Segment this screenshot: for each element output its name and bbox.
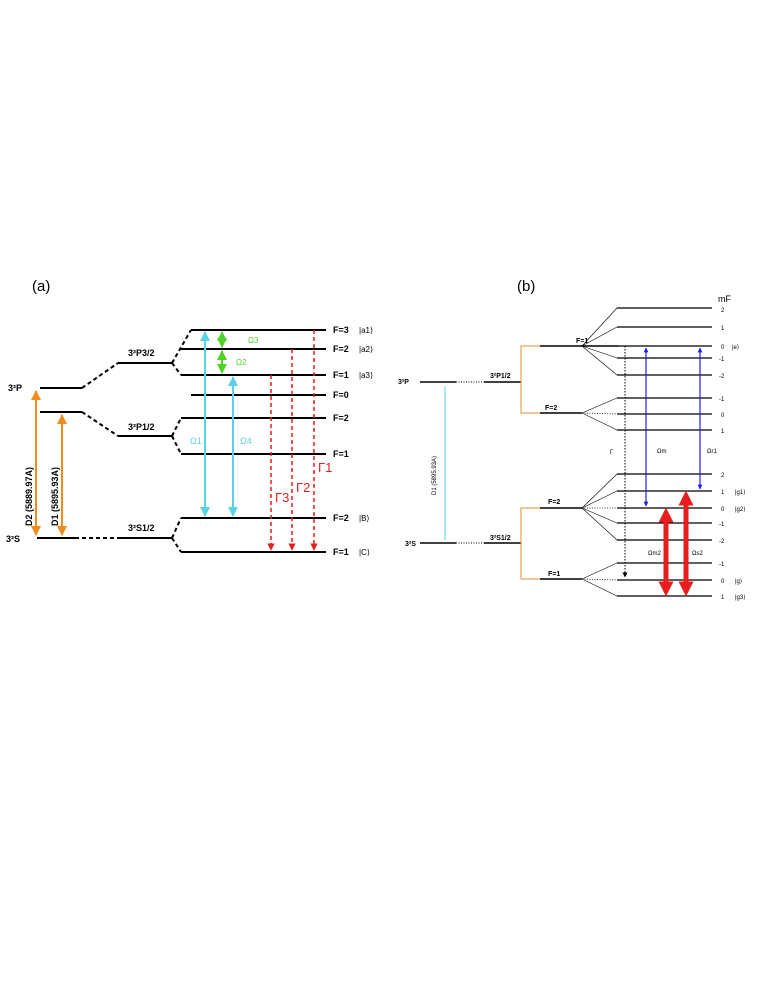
connector xyxy=(81,362,119,389)
connector xyxy=(171,517,182,539)
b-upper-f2-label: F=2 xyxy=(545,405,557,412)
label-f2: F=2 xyxy=(333,344,349,354)
omega4-label: Ω4 xyxy=(240,436,252,446)
mf-label: 0 xyxy=(721,413,725,419)
ket-c: |C⟩ xyxy=(359,548,370,557)
fan-lower-f2 xyxy=(581,473,618,541)
label-3s12: 3²S1/2 xyxy=(128,523,155,533)
omega-red-1-label: Ωm2 xyxy=(648,551,661,557)
ket-a2: |a2⟩ xyxy=(359,345,373,354)
bracket-upper xyxy=(520,345,540,414)
fan-upper-f1 xyxy=(581,307,618,376)
panel-b-label: (b) xyxy=(517,278,535,295)
omega-red-2-label: Ωs2 xyxy=(692,551,703,557)
label-b-3p: 3²P xyxy=(398,379,409,386)
label-b-3s12: 3²S1/2 xyxy=(490,535,511,542)
gamma3-label: Γ3 xyxy=(275,490,289,505)
omega2-label: Ω2 xyxy=(236,358,247,367)
mf-label: 0 xyxy=(721,507,725,513)
ket-g: |g⟩ xyxy=(735,578,742,585)
d1-label: D1 (5895.93A) xyxy=(50,467,60,526)
connector xyxy=(171,435,182,455)
bracket-lower xyxy=(520,507,540,580)
mf-label: 1 xyxy=(721,490,725,496)
b-lower-f1-label: F=1 xyxy=(548,571,560,578)
gamma-b-label: Γ xyxy=(610,450,614,456)
label-f0: F=0 xyxy=(333,390,349,400)
b-lower-f2-label: F=2 xyxy=(548,499,560,506)
connector xyxy=(81,411,119,437)
label-b-3s: 3²S xyxy=(405,541,416,548)
mf-label: -1 xyxy=(719,357,725,363)
mf-label: -2 xyxy=(719,539,725,545)
fan-dotted-centers xyxy=(581,345,618,581)
omega-m-label: Ωm xyxy=(657,449,666,455)
omega3-label: Ω3 xyxy=(248,336,259,345)
mf-label: -1 xyxy=(719,397,725,403)
label-3s: 3²S xyxy=(6,534,20,544)
ket-g1: |g1⟩ xyxy=(735,489,746,496)
omega1-label: Ω1 xyxy=(190,436,202,446)
ket-b: |B⟩ xyxy=(359,514,370,523)
label-3p32: 3²P3/2 xyxy=(128,348,155,358)
d1-b-label: D1 (5895.93A) xyxy=(432,456,438,495)
mf-label: -1 xyxy=(719,562,725,568)
b-upper-f1-label: F=1 xyxy=(576,338,588,345)
panel-b: (b) 3²P 3²S 3²P1/2 3²S1/2 D1 (5895.93A) … xyxy=(398,278,746,601)
mf-label: 1 xyxy=(721,326,725,332)
gamma1-label: Γ1 xyxy=(318,460,332,475)
fan-upper-f2 xyxy=(581,397,618,431)
panel-a-label: (a) xyxy=(32,278,50,295)
fan-lower-f1 xyxy=(581,562,618,597)
mf-label: 2 xyxy=(721,473,725,479)
label-f1: F=1 xyxy=(333,370,349,380)
connector xyxy=(171,362,182,376)
label-3p: 3²P xyxy=(8,383,22,393)
label-b-3p12: 3²P1/2 xyxy=(490,373,511,380)
label-f3: F=3 xyxy=(333,325,349,335)
gamma2-label: Γ2 xyxy=(296,480,310,495)
ket-a3: |a3⟩ xyxy=(359,371,373,380)
mf-label: -1 xyxy=(719,522,725,528)
ket-g3: |g3⟩ xyxy=(735,594,746,601)
connector xyxy=(171,417,182,437)
mf-label: -2 xyxy=(719,374,725,380)
connector xyxy=(171,537,182,553)
d2-label: D2 (5889.97A) xyxy=(24,467,34,526)
mf-label: 2 xyxy=(721,308,725,314)
ket-g2: |g2⟩ xyxy=(735,506,746,513)
ket-a1: |a1⟩ xyxy=(359,326,373,335)
label-3p12: 3²P1/2 xyxy=(128,422,155,432)
label-p12-f1: F=1 xyxy=(333,449,349,459)
ket-e: |e⟩ xyxy=(732,344,739,351)
mf-label: 1 xyxy=(721,595,725,601)
label-p12-f2: F=2 xyxy=(333,413,349,423)
connector xyxy=(171,329,192,364)
omega-r1-label: Ωr1 xyxy=(707,449,717,455)
mf-header: mF xyxy=(718,294,731,304)
mf-label: 0 xyxy=(721,345,725,351)
mf-label: 0 xyxy=(721,579,725,585)
panel-a: (a) 3²P 3²S 3²P3/2 3²P1/2 3²S1/2 xyxy=(6,278,373,557)
label-s12-f2: F=2 xyxy=(333,513,349,523)
label-s12-f1: F=1 xyxy=(333,547,349,557)
mf-label: 1 xyxy=(721,429,725,435)
